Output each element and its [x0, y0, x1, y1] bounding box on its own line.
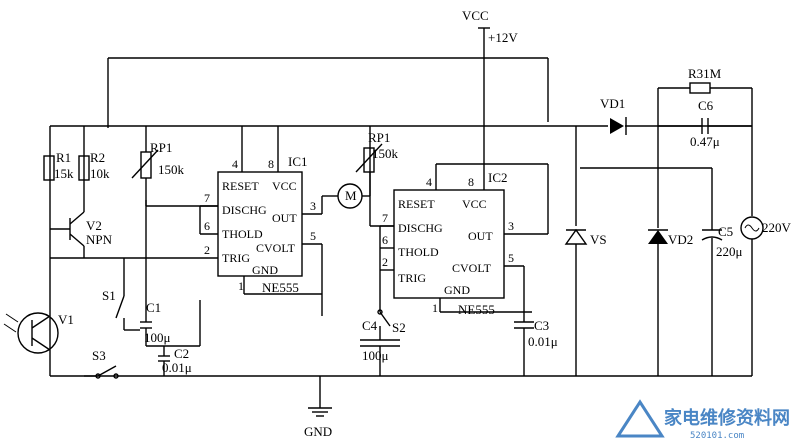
c6-label: C6 — [698, 98, 714, 113]
ic1-vcc: VCC — [272, 179, 297, 193]
watermark-text: 家电维修资料网 — [664, 407, 790, 429]
watermark-logo-icon — [615, 399, 665, 438]
ic2-dischg: DISCHG — [398, 221, 443, 235]
ic2-out: OUT — [468, 229, 493, 243]
c2-label: C2 — [174, 346, 189, 361]
svg-text:3: 3 — [310, 199, 316, 213]
svg-text:1: 1 — [238, 279, 244, 293]
svg-text:8: 8 — [268, 157, 274, 171]
ic2-gnd: GND — [444, 283, 470, 297]
ground-rail — [50, 375, 752, 417]
ic1-labels: RESET VCC DISCHG OUT THOLD CVOLT TRIG GN… — [204, 154, 316, 295]
s3-label: S3 — [92, 348, 106, 363]
rp1-right-value: 150k — [372, 146, 399, 161]
r1-resistor — [43, 155, 55, 181]
r1-label: R1 — [56, 150, 71, 165]
ic1-cvolt: CVOLT — [256, 241, 296, 255]
svg-text:2: 2 — [382, 255, 388, 269]
c5-value: 220μ — [716, 244, 743, 259]
c2-value: 0.01μ — [162, 360, 192, 375]
svg-text:6: 6 — [382, 233, 388, 247]
ic2-trig: TRIG — [398, 271, 426, 285]
watermark-url: 520101.com — [690, 431, 744, 441]
ic2-vcc: VCC — [462, 197, 487, 211]
npn-label: NPN — [86, 232, 113, 247]
c6-value: 0.47μ — [690, 134, 720, 149]
r2-label: R2 — [90, 150, 105, 165]
c3-value: 0.01μ — [528, 334, 558, 349]
svg-text:5: 5 — [310, 229, 316, 243]
rp1-right-label: RP1 — [368, 130, 390, 145]
vd2-label: VD2 — [668, 232, 693, 247]
v1-phototransistor — [17, 312, 59, 354]
r1-value: 15k — [54, 166, 74, 181]
s2-label: S2 — [392, 320, 406, 335]
ic2-ne555 — [379, 163, 549, 322]
rp1-left-label: RP1 — [150, 140, 172, 155]
c1-label: C1 — [146, 300, 161, 315]
vs-label: VS — [590, 232, 607, 247]
svg-text:2: 2 — [204, 243, 210, 257]
r2-resistor — [78, 155, 90, 181]
svg-text:7: 7 — [382, 211, 388, 225]
svg-text:1: 1 — [432, 301, 438, 315]
ic1-reset: RESET — [222, 179, 259, 193]
plus12v-label: +12V — [488, 30, 518, 45]
svg-text:4: 4 — [232, 157, 238, 171]
c3-label: C3 — [534, 318, 549, 333]
c4-value: 100μ — [362, 348, 389, 363]
svg-text:4: 4 — [426, 175, 432, 189]
r2-value: 10k — [90, 166, 110, 181]
power-supply — [564, 82, 764, 376]
gnd-label: GND — [304, 424, 332, 439]
c4-label: C4 — [362, 318, 378, 333]
ic2-reset: RESET — [398, 197, 435, 211]
vcc-label: VCC — [462, 8, 489, 23]
s2-c4-c3 — [360, 309, 534, 376]
ic1-name: IC1 — [288, 154, 308, 169]
r3-label: R31M — [688, 66, 722, 81]
watermark: 家电维修资料网 520101.com — [615, 399, 790, 441]
ic1-trig: TRIG — [222, 251, 250, 265]
ic2-thold: THOLD — [398, 245, 439, 259]
left-sensor-stage — [3, 126, 218, 379]
c1-value: 100μ — [144, 330, 171, 345]
svg-text:5: 5 — [508, 251, 514, 265]
top-wiring — [50, 27, 753, 182]
ic1-out: OUT — [272, 211, 297, 225]
s1-label: S1 — [102, 288, 116, 303]
ic2-cvolt: CVOLT — [452, 261, 492, 275]
ic1-ne555 — [146, 126, 323, 347]
ic2-part: NE555 — [458, 302, 495, 317]
ic1-dischg: DISCHG — [222, 203, 267, 217]
svg-text:7: 7 — [204, 191, 210, 205]
ic1-thold: THOLD — [222, 227, 263, 241]
svg-text:3: 3 — [508, 219, 514, 233]
svg-text:8: 8 — [468, 175, 474, 189]
c5-label: C5 — [718, 224, 733, 239]
motor-label: M — [345, 188, 357, 203]
component-labels: VCC +12V GND R1 15k R2 10k RP1 150k V2 N… — [54, 8, 792, 439]
ic1-gnd: GND — [252, 263, 278, 277]
vd1-label: VD1 — [600, 96, 625, 111]
ac-label: 220V — [762, 220, 792, 235]
v2-label: V2 — [86, 218, 102, 233]
ic2-name: IC2 — [488, 170, 508, 185]
rp1-left-value: 150k — [158, 162, 185, 177]
v1-label: V1 — [58, 312, 74, 327]
ic1-part: NE555 — [262, 280, 299, 295]
svg-text:6: 6 — [204, 219, 210, 233]
ic2-labels: RESET VCC DISCHG OUT THOLD CVOLT TRIG GN… — [382, 170, 514, 317]
